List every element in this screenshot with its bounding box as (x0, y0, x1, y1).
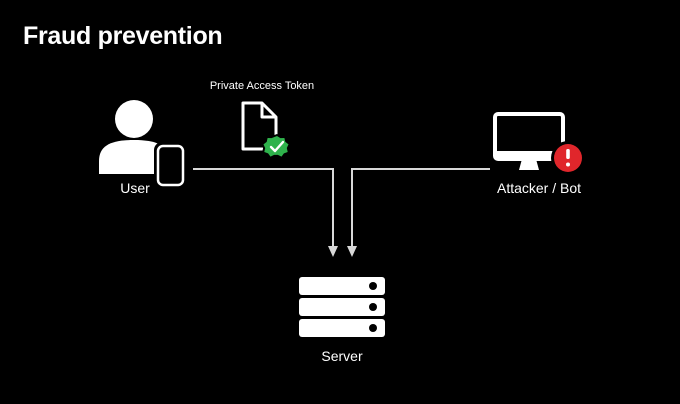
server-rack-icon (299, 277, 385, 337)
monitor-bezel (495, 151, 563, 159)
connectors (193, 168, 490, 247)
arrowhead-user (328, 246, 338, 257)
server-unit-2 (299, 298, 385, 316)
private-access-token-label: Private Access Token (209, 80, 315, 92)
server-unit-3 (299, 319, 385, 337)
server-led-1 (369, 282, 377, 290)
server-unit-1 (299, 277, 385, 295)
phone-body (156, 144, 185, 187)
connector-user-to-server (193, 168, 334, 247)
person-head (115, 100, 153, 138)
document-checkmark-icon (241, 101, 291, 159)
monitor-alert-icon (493, 112, 585, 175)
monitor-stand (519, 159, 539, 170)
check-badge-icon (261, 134, 291, 159)
server-led-2 (369, 303, 377, 311)
document-fold (260, 103, 276, 119)
server-label: Server (321, 348, 363, 364)
phone-cutout (154, 142, 187, 189)
attacker-bot-label: Attacker / Bot (496, 180, 582, 196)
alert-badge-icon (551, 141, 585, 175)
user-label: User (120, 180, 150, 196)
server-led-3 (369, 324, 377, 332)
document-outline (241, 101, 278, 151)
arrowhead-attacker (347, 246, 357, 257)
person-phone-icon (99, 100, 187, 189)
slide-title: Fraud prevention (23, 22, 223, 50)
connector-attacker-to-server (351, 168, 490, 247)
person-body (99, 140, 169, 174)
